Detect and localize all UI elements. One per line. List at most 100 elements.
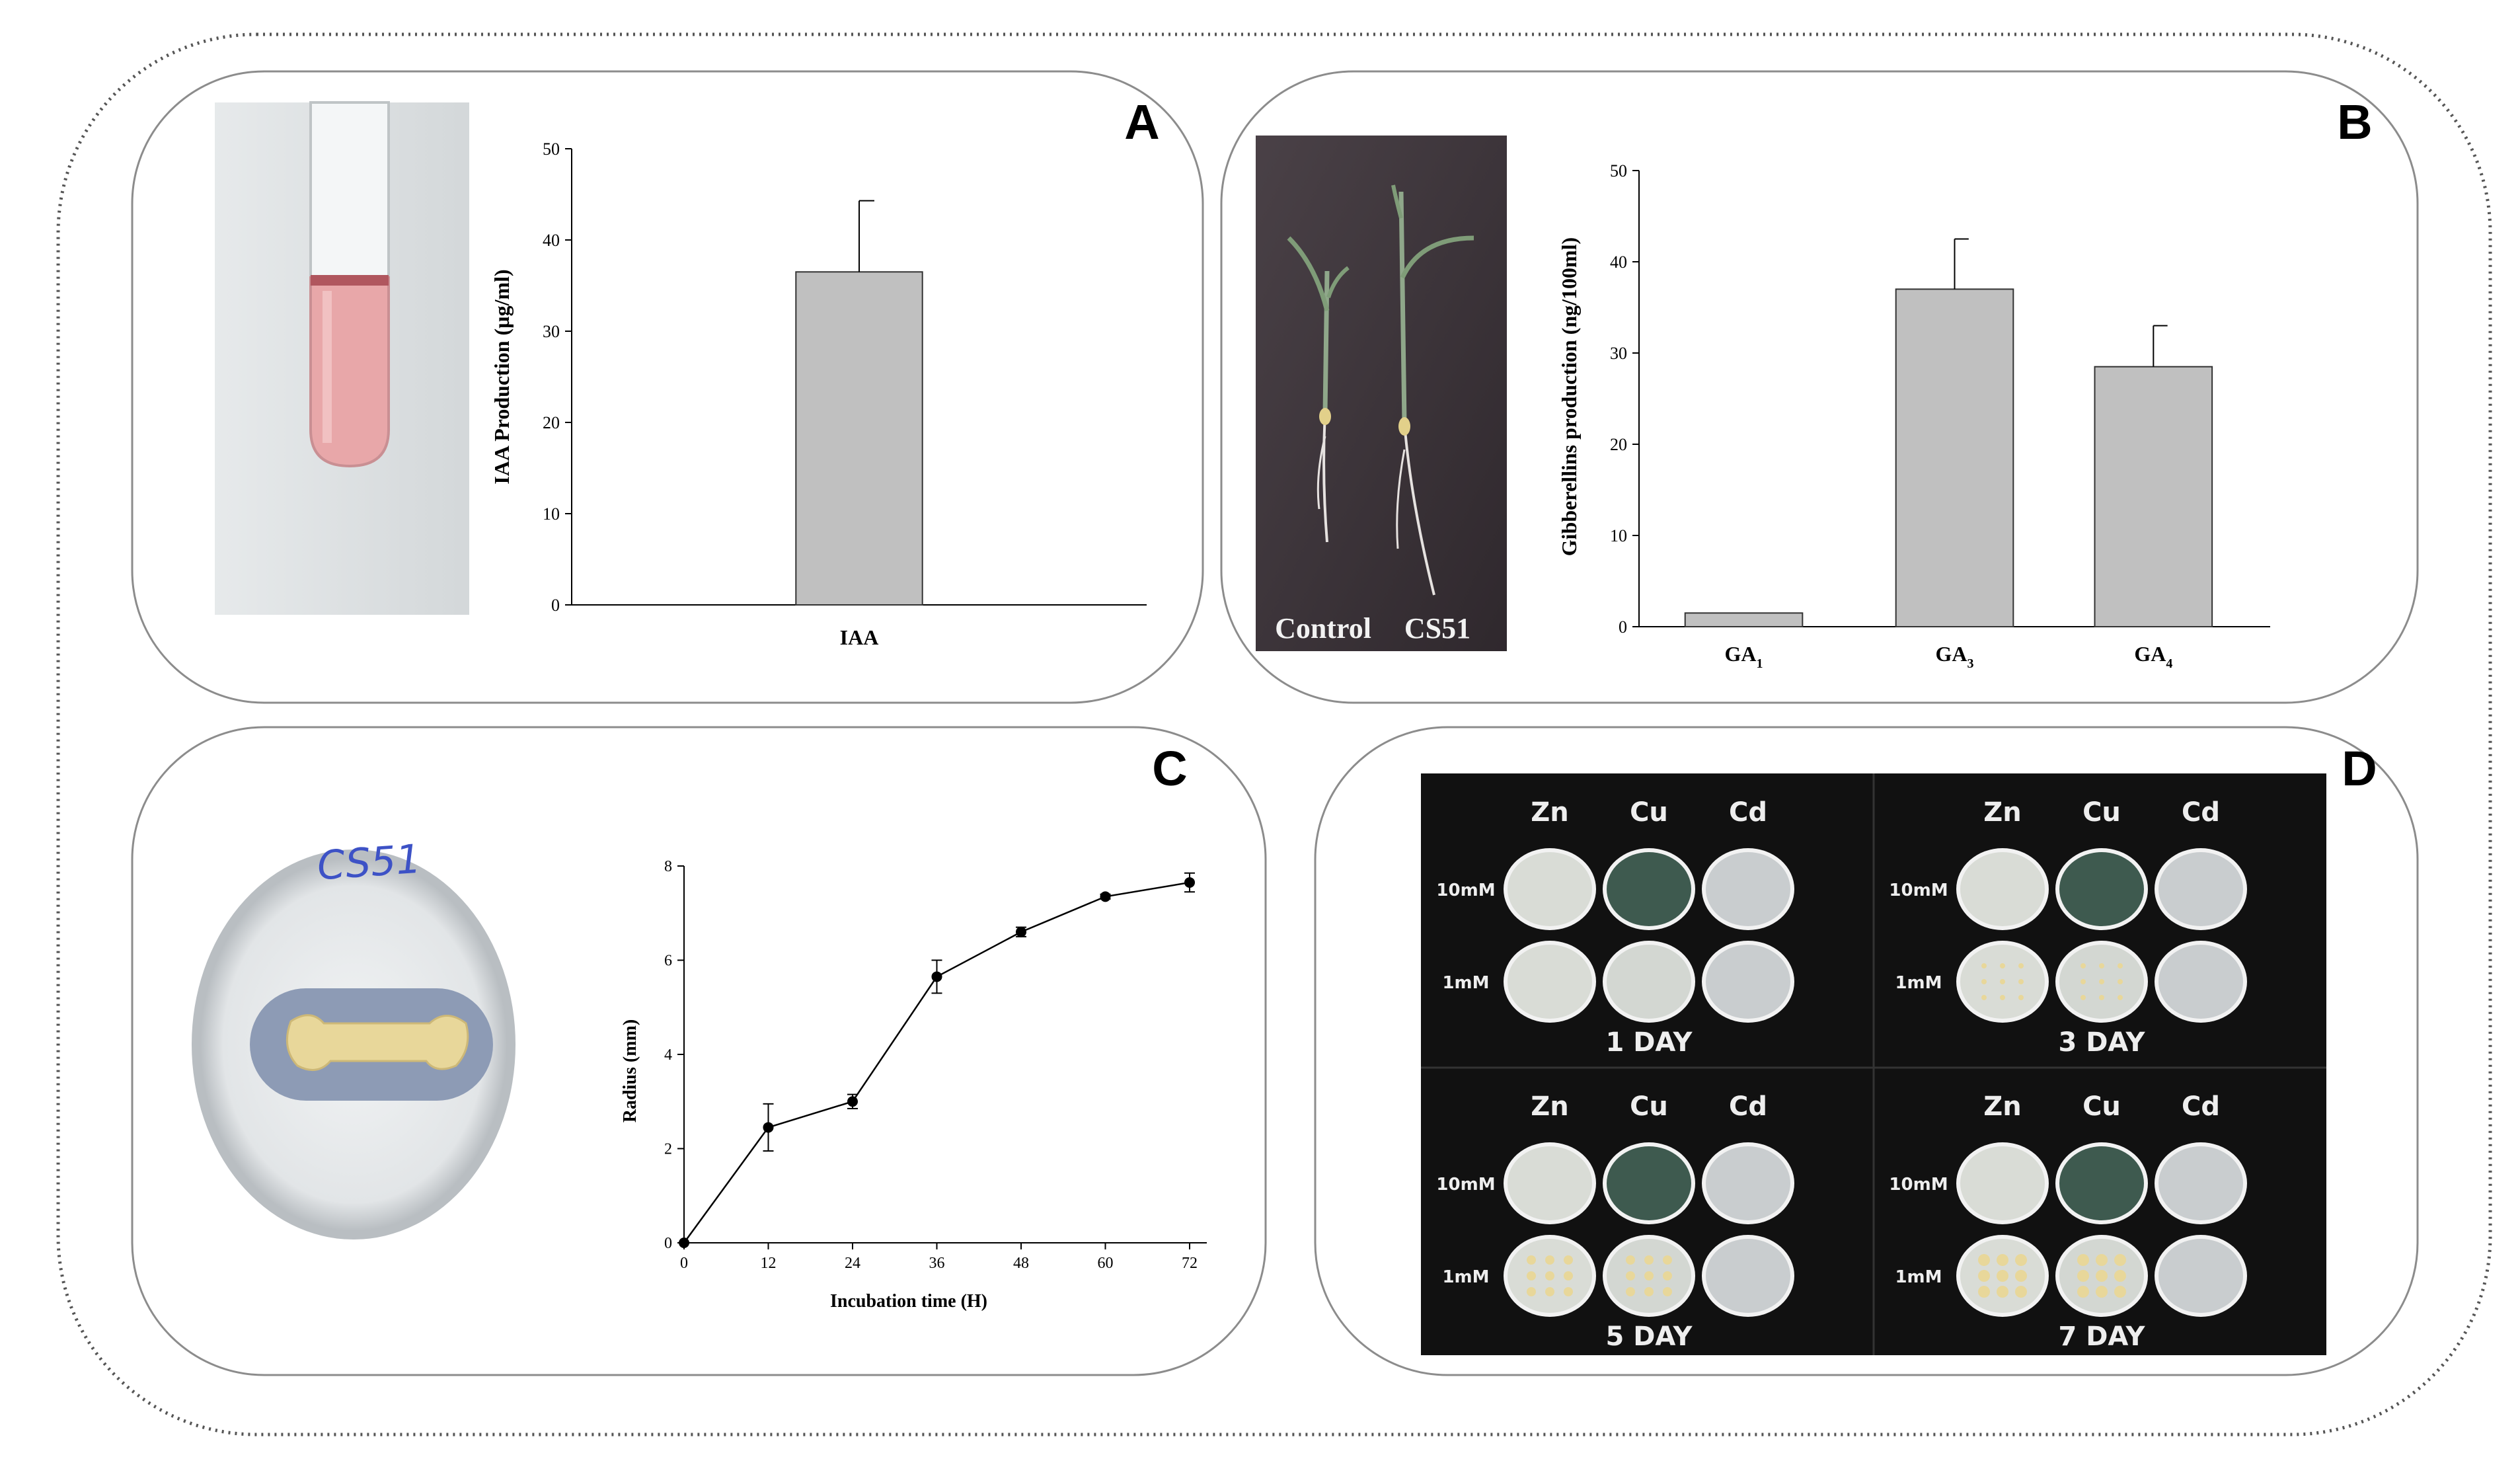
panel-letter-d: D (2342, 741, 2377, 796)
y-tick-label: 40 (1610, 253, 1627, 272)
bar (1684, 612, 1804, 627)
concentration-label: 1mM (1895, 1267, 1942, 1287)
agar-surface (1607, 945, 1691, 1019)
test-tube (309, 101, 390, 468)
colony-spot (2077, 1254, 2089, 1266)
y-tick-label: 8 (664, 858, 672, 875)
colony-spot (2015, 1270, 2027, 1282)
agar-surface (2158, 1146, 2243, 1220)
agar-surface (1960, 852, 2045, 926)
x-tick-label: 60 (1098, 1255, 1114, 1272)
category-label: GA1 (1725, 642, 1763, 671)
colony-spot (2096, 1270, 2108, 1282)
data-point (763, 1122, 774, 1133)
category-label: GA4 (2134, 642, 2172, 671)
day-label: 7 DAY (2058, 1321, 2145, 1352)
y-tick-label: 0 (551, 596, 560, 615)
agar-surface (1508, 852, 1592, 926)
colony-spot (2081, 995, 2086, 1000)
colony-spot (1564, 1255, 1573, 1265)
colony-spot (1527, 1255, 1536, 1265)
colony-spot (1564, 1287, 1573, 1296)
y-tick-label: 6 (664, 953, 672, 970)
colony-spot (1663, 1255, 1672, 1265)
colony-spot (2099, 995, 2104, 1000)
colony-spot (2118, 979, 2123, 984)
day-label: 1 DAY (1605, 1027, 1693, 1058)
panel-a-border (131, 70, 1204, 704)
colony-spot (1644, 1287, 1654, 1296)
seedling-label-cs51: CS51 (1404, 612, 1470, 645)
seedling-photo: Control CS51 (1256, 136, 1507, 651)
metal-label: Cu (2082, 1091, 2121, 1122)
agar-surface (1706, 1239, 1790, 1313)
series-line (683, 881, 1190, 1243)
y-tick-label: 50 (543, 139, 560, 159)
metal-label: Cu (2082, 797, 2121, 828)
x-tick-label: 0 (680, 1255, 688, 1272)
halo-plate-photo: CS51 (192, 836, 515, 1240)
chart-b: Gibberellins production (ng/100ml) 01020… (1557, 161, 2270, 671)
colony-spot (1663, 1287, 1672, 1296)
category-label: GA3 (1936, 642, 1974, 671)
plate-label: CS51 (316, 836, 423, 890)
panel-letter-b: B (2337, 95, 2372, 149)
category-subscript: 4 (2166, 656, 2172, 671)
category-subscript: 1 (1757, 656, 1763, 671)
colony-spot (2015, 1286, 2027, 1298)
colony-spot (1644, 1271, 1654, 1280)
colony-spot (1564, 1271, 1573, 1280)
x-tick-label: 24 (845, 1255, 860, 1272)
colony-spot (2099, 979, 2104, 984)
metal-label: Cd (1729, 1091, 1767, 1122)
colony-spot (2114, 1270, 2126, 1282)
colony-spot (1527, 1271, 1536, 1280)
colony-spot (1981, 963, 1987, 968)
category-label-text: GA (2134, 642, 2166, 666)
category-label-text: GA (1936, 642, 1967, 666)
agar-surface (2059, 852, 2144, 926)
agar-surface (2158, 1239, 2243, 1313)
colony-spot (2000, 963, 2005, 968)
colony-spot (2077, 1270, 2089, 1282)
x-tick-label: 36 (929, 1255, 945, 1272)
colony-spot (1527, 1287, 1536, 1296)
metal-label: Cu (1630, 797, 1668, 828)
colony-spot (1997, 1254, 2008, 1266)
panel-letter-c: C (1152, 741, 1187, 796)
colony-spot (2118, 963, 2123, 968)
concentration-label: 1mM (1442, 1267, 1489, 1287)
panel-b-border (1220, 70, 2419, 704)
concentration-label: 1mM (1895, 973, 1942, 993)
colony-spot (2114, 1254, 2126, 1266)
y-tick-label: 2 (664, 1141, 672, 1158)
category-label-text: GA (1725, 642, 1757, 666)
y-tick-label: 0 (664, 1235, 672, 1252)
metal-label: Cd (2182, 1091, 2220, 1122)
iaa-tube-photo (215, 101, 469, 615)
metal-label: Cd (1729, 797, 1767, 828)
colony-spot (2018, 979, 2024, 984)
y-tick-label: 0 (1619, 617, 1627, 637)
colony-spot (1626, 1271, 1635, 1280)
colony-spot (1978, 1270, 1990, 1282)
data-point (679, 1238, 689, 1248)
colony-spot (2096, 1254, 2108, 1266)
colony-spot (1545, 1255, 1554, 1265)
colony-spot (2099, 963, 2104, 968)
colony-spot (2081, 963, 2086, 968)
colony-spot (1663, 1271, 1672, 1280)
concentration-label: 1mM (1442, 973, 1489, 993)
colony-spot (1997, 1270, 2008, 1282)
metal-label: Zn (1983, 1091, 2021, 1122)
concentration-label: 10mM (1436, 1175, 1495, 1195)
concentration-label: 10mM (1889, 881, 1948, 900)
category-label: IAA (840, 625, 879, 649)
colony-spot (1545, 1271, 1554, 1280)
concentration-label: 10mM (1889, 1175, 1948, 1195)
chart-c-xlabel: Incubation time (H) (830, 1291, 987, 1312)
metal-label: Zn (1531, 1091, 1568, 1122)
